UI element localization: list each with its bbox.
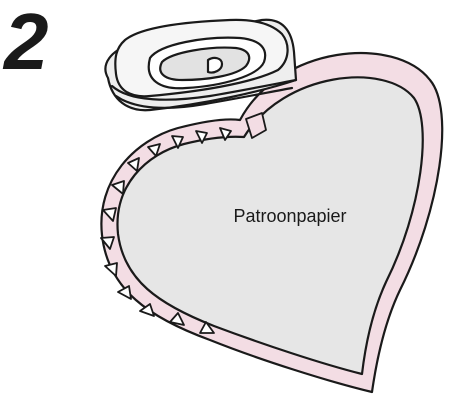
pattern-paper-label: Patroonpapier: [233, 206, 346, 226]
notch: [118, 286, 131, 299]
notch: [105, 263, 117, 276]
